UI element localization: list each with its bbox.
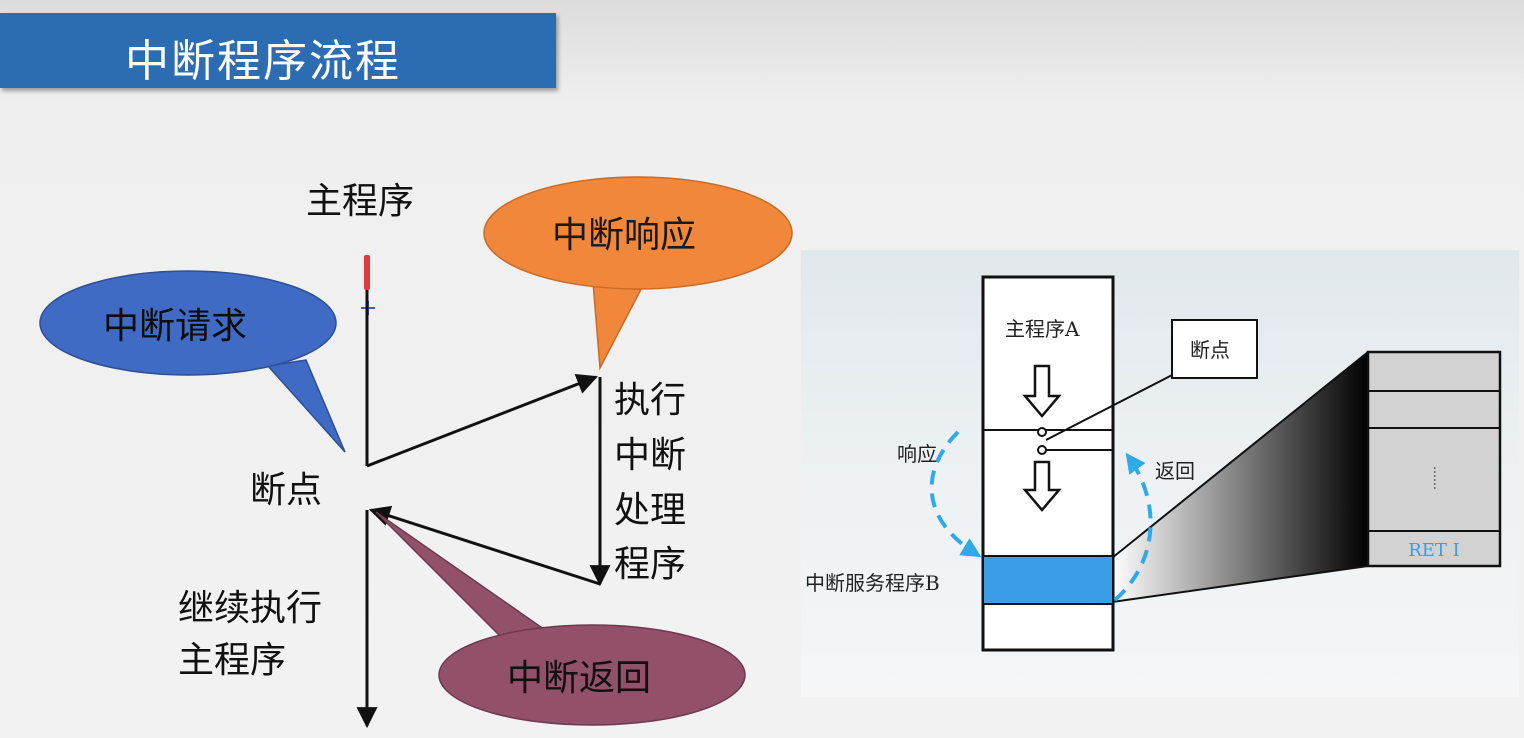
slide-title: 中断程序流程 [125, 36, 401, 87]
left-flow-diagram: 主程序 断点 继续执行 主程序 执行 中断 处理 程序 中断请求 [39, 176, 793, 729]
flow-down-arrow-upper-icon [1022, 364, 1062, 418]
interrupt-return-label: 中断返回 [507, 658, 651, 699]
main-program-label: 主程序 [306, 181, 414, 222]
right-memory-diagram: 主程序A 断点 响应 返回 中断服务程序B …… RET I [805, 275, 1502, 652]
stack-ellipsis: …… [1431, 466, 1445, 490]
marker-icon [364, 255, 370, 290]
return-arrow [369, 505, 601, 586]
interrupt-return-callout: 中断返回 [375, 511, 746, 726]
title-bar: 中断程序流程 [0, 13, 556, 88]
interrupt-response-callout: 中断响应 [483, 176, 793, 371]
return-dashed-arrow [1113, 452, 1153, 602]
response-label: 响应 [897, 442, 937, 466]
breakpoint-callout-box [1171, 319, 1258, 379]
breakpoint-label: 断点 [250, 470, 322, 511]
zoom-funnel [1112, 352, 1368, 602]
breakpoint-out-icon [1037, 427, 1047, 437]
execute-label-line1: 执行 [614, 380, 686, 421]
breakpoint-in-icon [1037, 445, 1047, 455]
interrupt-response-label: 中断响应 [552, 215, 696, 256]
execute-label-line2: 中断 [614, 435, 686, 476]
ret-label: RET I [1408, 540, 1460, 561]
continue-label-line1: 继续执行 [178, 588, 322, 629]
execute-label-line4: 程序 [614, 544, 686, 585]
service-routine-stack [1366, 350, 1502, 568]
response-dashed-arrow [929, 430, 982, 558]
service-routine-label: 中断服务程序B [805, 571, 940, 595]
service-routine-block [982, 555, 1114, 605]
continue-label-line2: 主程序 [178, 640, 286, 681]
return-label: 返回 [1155, 459, 1195, 483]
interrupt-request-label: 中断请求 [103, 306, 247, 347]
breakpoint-callout-label: 断点 [1190, 338, 1230, 362]
execute-label-line3: 处理 [614, 490, 686, 531]
flow-down-arrow-lower-icon [1022, 460, 1062, 512]
main-program-a-label: 主程序A [1005, 317, 1080, 341]
jump-arrow [366, 374, 598, 468]
interrupt-request-callout: 中断请求 [39, 270, 346, 453]
